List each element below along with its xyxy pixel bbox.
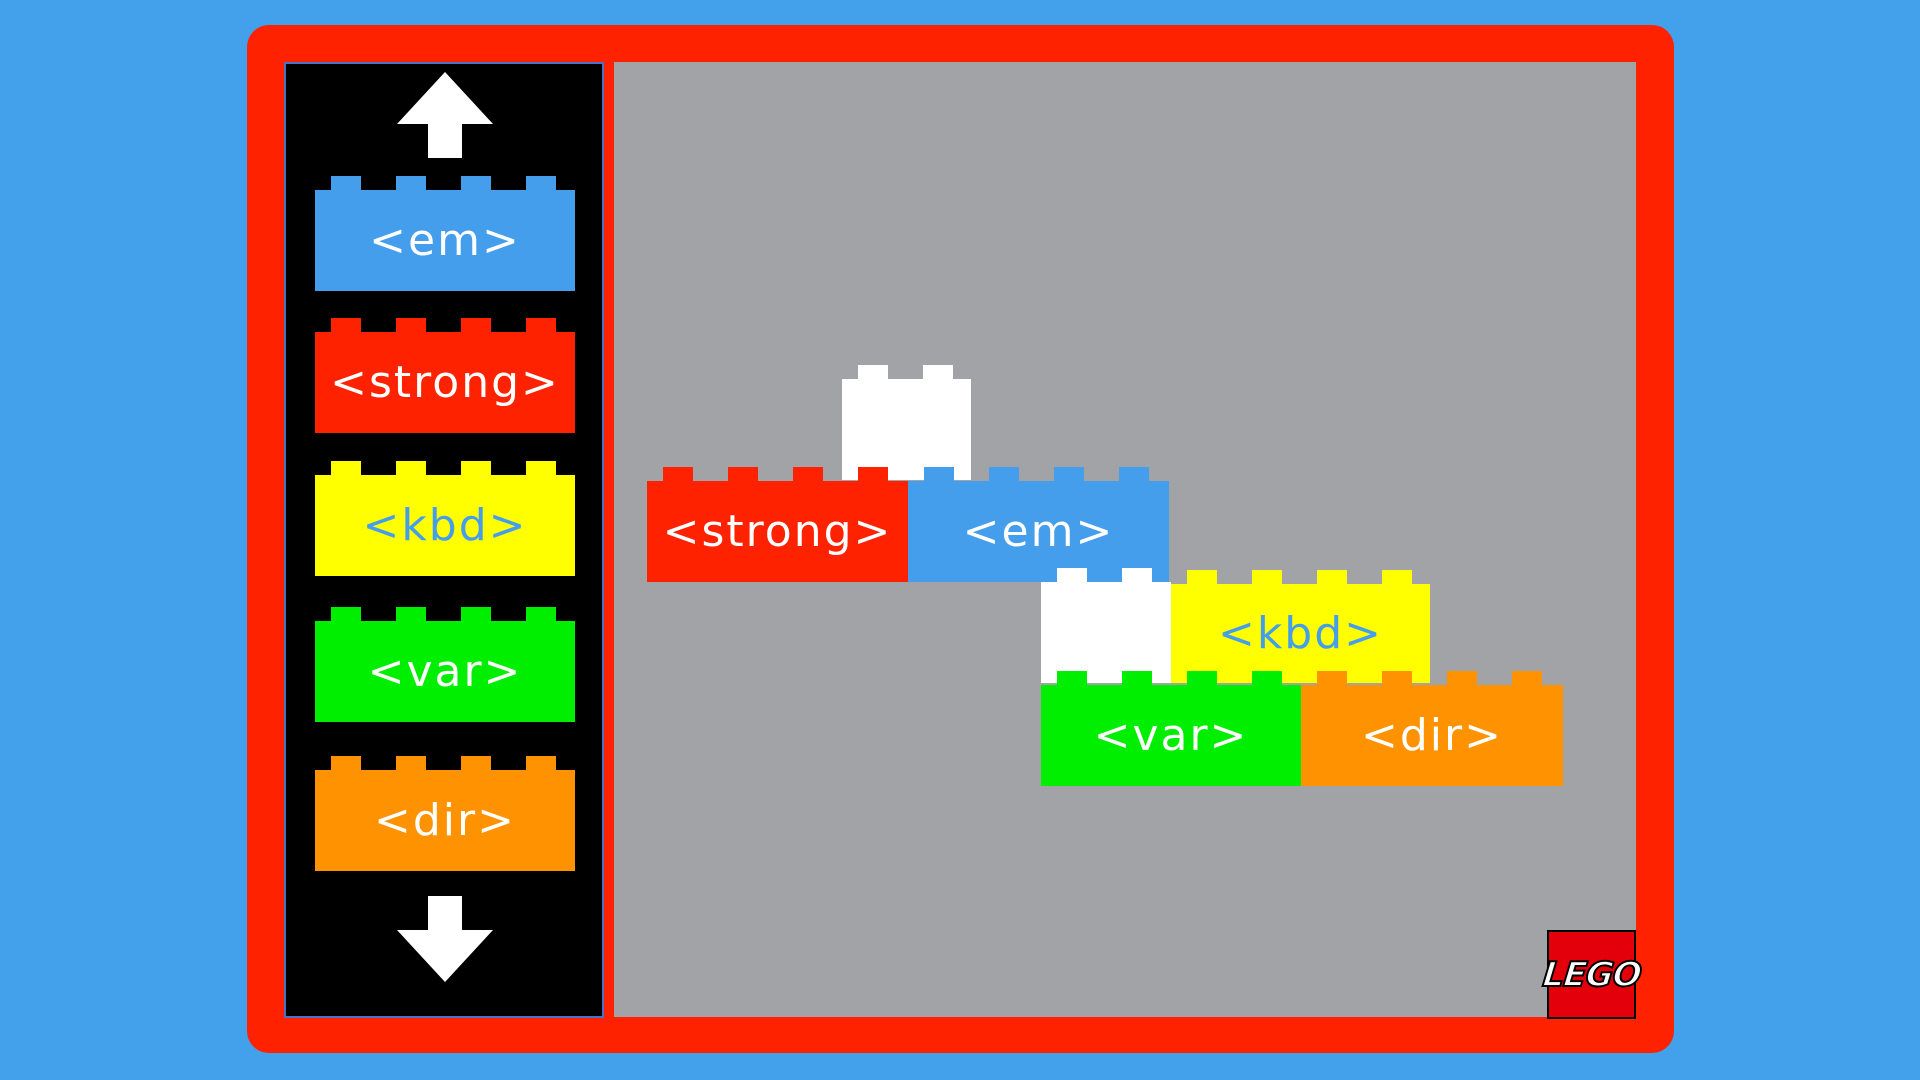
- brick-stud: [793, 467, 823, 481]
- brick-stud: [663, 467, 693, 481]
- brick-label: <kbd>: [362, 500, 528, 551]
- brick-label: <var>: [1093, 710, 1249, 761]
- brick-stud: [331, 756, 361, 770]
- canvas-brick-kbd[interactable]: <kbd>: [1171, 570, 1430, 683]
- brick-stud: [1122, 568, 1152, 582]
- brick-label: <em>: [962, 506, 1115, 557]
- brick-stud: [1382, 671, 1412, 685]
- palette-brick-var[interactable]: <var>: [315, 607, 575, 722]
- brick-stud: [924, 467, 954, 481]
- brick-stud: [858, 467, 888, 481]
- brick-stud: [1057, 568, 1087, 582]
- brick-stud: [396, 461, 426, 475]
- brick-stud: [1317, 671, 1347, 685]
- brick-stud: [923, 365, 953, 379]
- brick-stud: [728, 467, 758, 481]
- brick-stud: [989, 467, 1019, 481]
- brick-stud: [526, 607, 556, 621]
- brick-stud: [461, 756, 491, 770]
- lego-logo: LEGO: [1540, 930, 1643, 1019]
- brick-stud: [526, 176, 556, 190]
- brick-label: <kbd>: [1217, 608, 1384, 659]
- canvas-brick-blank-top[interactable]: [842, 365, 971, 480]
- brick-stud: [396, 607, 426, 621]
- brick-stud: [1187, 570, 1217, 584]
- brick-stud: [461, 607, 491, 621]
- lego-logo-text: LEGO: [1540, 954, 1644, 996]
- brick-stud: [396, 318, 426, 332]
- brick-stud: [1252, 671, 1282, 685]
- brick-stud: [396, 756, 426, 770]
- brick-stud: [396, 176, 426, 190]
- arrow-down-icon: [397, 896, 493, 982]
- arrow-up-icon: [397, 72, 493, 158]
- brick-label: <strong>: [662, 506, 893, 557]
- brick-stud: [1447, 671, 1477, 685]
- canvas-brick-var[interactable]: <var>: [1041, 671, 1301, 786]
- palette-brick-kbd[interactable]: <kbd>: [315, 461, 575, 576]
- brick-stud: [1252, 570, 1282, 584]
- brick-stud: [461, 176, 491, 190]
- brick-stud: [331, 318, 361, 332]
- scroll-down-button[interactable]: [395, 894, 495, 984]
- palette-brick-dir[interactable]: <dir>: [315, 756, 575, 871]
- brick-stud: [526, 461, 556, 475]
- brick-stud: [1054, 467, 1084, 481]
- brick-stud: [1119, 467, 1149, 481]
- brick-stud: [526, 318, 556, 332]
- palette-brick-em[interactable]: <em>: [315, 176, 575, 291]
- brick-stud: [1187, 671, 1217, 685]
- brick-stud: [1057, 671, 1087, 685]
- brick-stud: [331, 607, 361, 621]
- brick-stud: [331, 176, 361, 190]
- brick-label: <dir>: [374, 795, 516, 846]
- brick-label: <em>: [369, 215, 521, 266]
- brick-stud: [461, 461, 491, 475]
- brick-label: <dir>: [1361, 710, 1503, 761]
- palette-brick-strong[interactable]: <strong>: [315, 318, 575, 433]
- canvas-brick-em[interactable]: <em>: [908, 467, 1169, 582]
- brick-stud: [1122, 671, 1152, 685]
- brick-label: <var>: [367, 646, 523, 697]
- brick-stud: [461, 318, 491, 332]
- brick-stud: [331, 461, 361, 475]
- brick-stud: [526, 756, 556, 770]
- canvas-brick-blank-mid[interactable]: [1041, 568, 1171, 683]
- scroll-up-button[interactable]: [395, 70, 495, 160]
- brick-label: <strong>: [330, 357, 560, 408]
- brick-stud: [1512, 671, 1542, 685]
- canvas-brick-dir[interactable]: <dir>: [1301, 671, 1563, 786]
- brick-stud: [1382, 570, 1412, 584]
- canvas-brick-strong[interactable]: <strong>: [647, 467, 908, 582]
- brick-stud: [1317, 570, 1347, 584]
- brick-stud: [858, 365, 888, 379]
